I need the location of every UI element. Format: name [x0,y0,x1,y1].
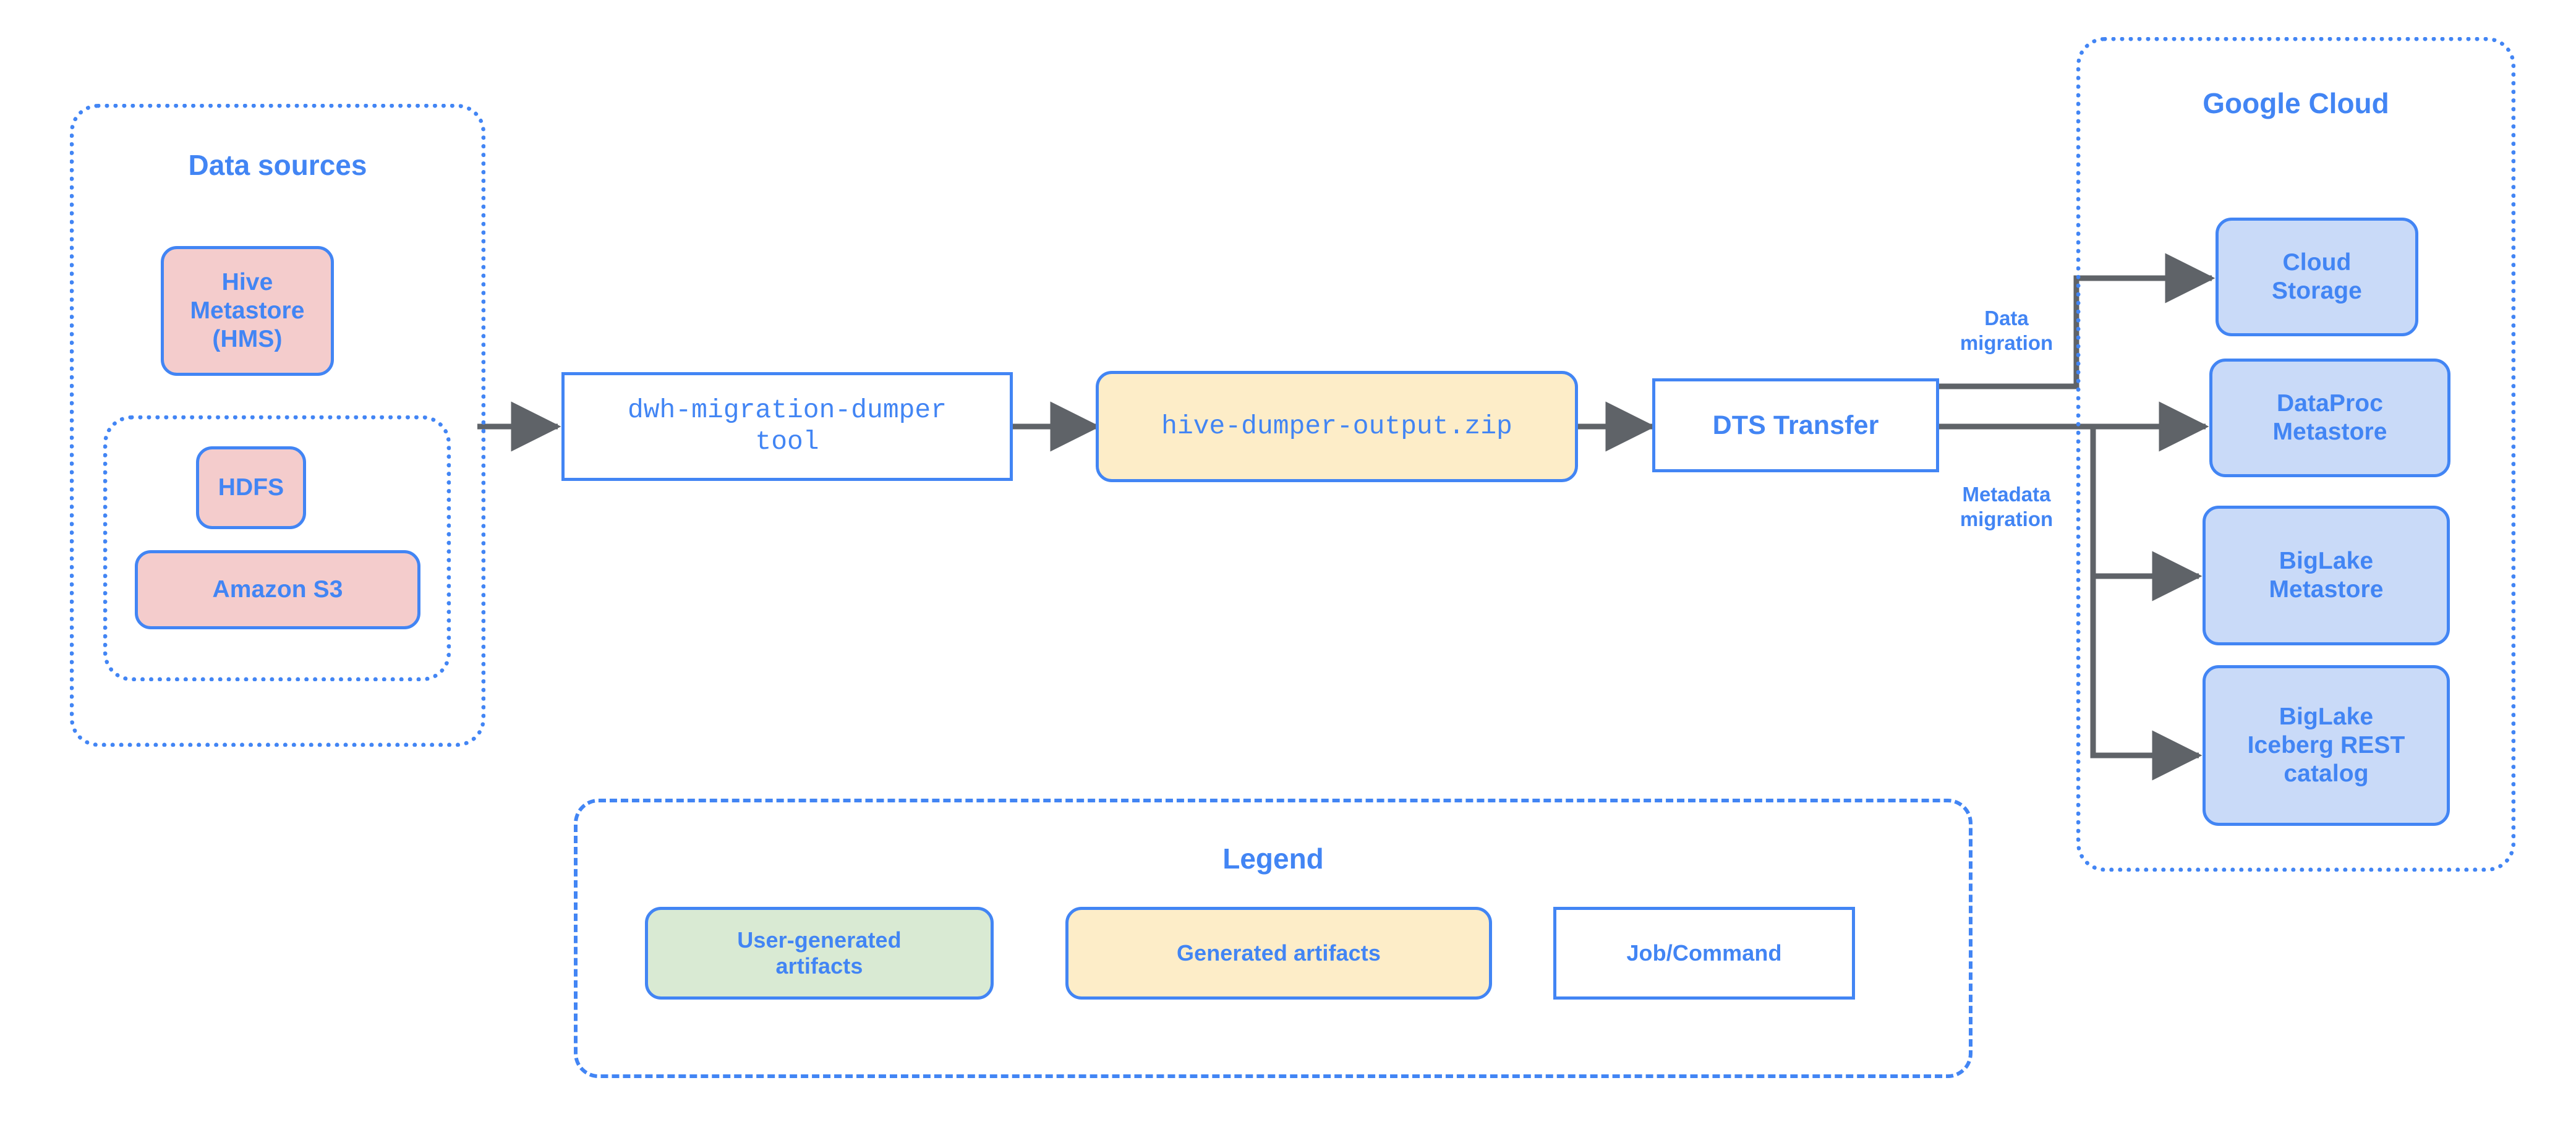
node-dwh-migration-dumper-tool[interactable]: dwh-migration-dumper tool [561,372,1013,481]
node-amazon-s3[interactable]: Amazon S3 [135,550,420,629]
node-biglake-iceberg-rest-catalog[interactable]: BigLake Iceberg REST catalog [2203,665,2450,826]
group-data-sources [70,104,485,747]
group-title-data-sources: Data sources [188,149,367,181]
group-title-legend: Legend [1222,843,1324,875]
node-cloud-storage[interactable]: Cloud Storage [2216,218,2418,336]
group-title-google-cloud: Google Cloud [2203,87,2389,119]
group-object-storage [103,415,451,681]
legend-item-job-command[interactable]: Job/Command [1553,907,1855,1000]
edge-label-metadata-migration: Metadata migration [1960,483,2054,530]
node-dts-transfer[interactable]: DTS Transfer [1652,378,1939,472]
edge-label-data-migration: Data migration [1960,307,2054,354]
node-hdfs[interactable]: HDFS [196,446,306,529]
node-hive-metastore[interactable]: Hive Metastore (HMS) [161,246,334,376]
legend-item-generated-artifacts[interactable]: Generated artifacts [1065,907,1492,1000]
node-biglake-metastore[interactable]: BigLake Metastore [2203,506,2450,645]
group-google-cloud [2076,37,2515,872]
group-legend [574,799,1973,1078]
node-dataproc-metastore[interactable]: DataProc Metastore [2209,359,2450,477]
node-hive-dumper-output-zip[interactable]: hive-dumper-output.zip [1096,371,1578,482]
legend-item-user-generated-artifacts[interactable]: User-generated artifacts [645,907,994,1000]
